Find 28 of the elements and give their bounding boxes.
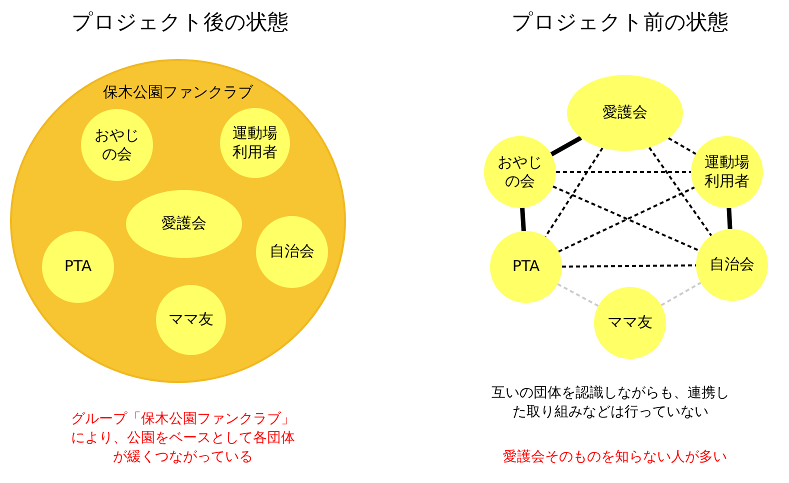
connector-line — [648, 146, 712, 236]
heading: プロジェクト前の状態 — [510, 9, 730, 36]
node-label: 愛護会 — [602, 103, 648, 123]
connector-line — [726, 208, 732, 230]
group-title: 保木公園ファンクラブ — [102, 83, 254, 102]
node-label: PTA — [63, 257, 93, 277]
node-label: 運動場利用者 — [704, 152, 750, 192]
connector-line — [550, 136, 582, 156]
node-label: 愛護会 — [160, 214, 208, 234]
caption-text: 互いの団体を認識しながらも、連携した取り組みなどは行っていない — [490, 384, 730, 422]
node-label: 自治会 — [268, 242, 316, 262]
node-label: PTA — [511, 257, 541, 277]
node-label: 運動場利用者 — [232, 124, 278, 162]
caption-text: グループ「保木公園ファンクラブ」により、公園をベースとして各団体が緩くつながっている — [70, 410, 296, 467]
node-label: ママ友 — [168, 310, 214, 330]
note-text: 愛護会そのものを知らない人が多い — [502, 448, 728, 467]
connector-line — [668, 137, 696, 155]
connector-line — [660, 282, 702, 306]
connector-line — [557, 283, 599, 307]
connector-line — [544, 147, 604, 238]
node-label: おやじの会 — [496, 152, 544, 192]
connector-line — [556, 171, 691, 173]
node-label: ママ友 — [606, 313, 654, 333]
node-label: 自治会 — [708, 255, 756, 275]
connector-line — [562, 264, 696, 268]
node-label: おやじの会 — [94, 126, 140, 164]
connector-line — [520, 208, 526, 232]
heading: プロジェクト後の状態 — [70, 9, 290, 36]
